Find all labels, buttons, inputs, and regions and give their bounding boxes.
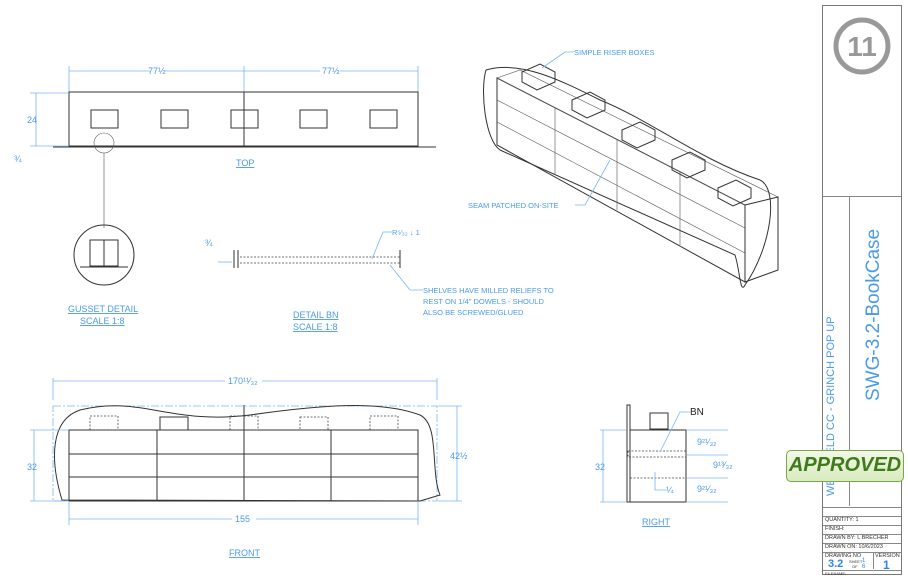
- gusset-label: GUSSET DETAIL: [68, 304, 138, 314]
- approved-stamp: APPROVED: [786, 450, 904, 482]
- drawing-no: 3.2: [828, 558, 844, 570]
- bn-note-1: SHELVES HAVE MILLED RELIEFS TO: [423, 286, 554, 295]
- front-view-label: FRONT: [229, 548, 260, 558]
- version-label: VERSION: [873, 553, 900, 569]
- filename-label: FILENAME:: [823, 570, 901, 576]
- iso-note-riser: SIMPLE RISER BOXES: [574, 48, 654, 57]
- top-dim-right: 77½: [322, 66, 340, 76]
- gusset-scale: SCALE 1:8: [80, 316, 125, 326]
- sheet-label: SHEET: [849, 559, 863, 564]
- front-dim-overall: 170¹¹⁄₃₂: [228, 376, 258, 386]
- right-view: BN 32 9²¹⁄₃₂ 9¹³⁄₃₂ 9²¹⁄₃₂ ¼ RIGHT: [595, 404, 733, 527]
- drawn-on: DRAWN ON: 10/6/2023: [823, 543, 901, 552]
- title-block: 11 WESTFIELD CC - GRINCH POP UP SWG-3.2-…: [822, 5, 902, 576]
- top-view: 77½ 77½ 24 ¾ TOP: [14, 66, 436, 228]
- detail-bn: ¾ R⁵⁄₃₂ ↓ 1 SHELVES HAVE MILLED RELIEFS …: [205, 228, 554, 332]
- right-dim-c: 9²¹⁄₃₂: [697, 484, 717, 494]
- sheet-total: 6: [862, 564, 866, 570]
- iso-note-seam: SEAM PATCHED ON-SITE: [468, 201, 559, 210]
- front-dim-width: 155: [235, 514, 250, 524]
- top-view-label: TOP: [236, 158, 254, 168]
- drawn-by: DRAWN BY: L BRECHER: [823, 534, 901, 543]
- gusset-detail: GUSSET DETAIL SCALE 1:8: [68, 224, 138, 326]
- finish: FINISH:: [823, 525, 901, 534]
- right-dim-a: 9²¹⁄₃₂: [697, 437, 717, 447]
- right-view-label: RIGHT: [642, 517, 671, 527]
- bn-scale: SCALE 1:8: [293, 322, 338, 332]
- quantity: QUANTITY: 1: [823, 516, 901, 525]
- version: 1: [883, 558, 890, 572]
- top-dim-left: 77½: [148, 66, 166, 76]
- front-view: 170¹¹⁄₃₂ 32 42½ 155 FRONT: [27, 376, 468, 558]
- front-dim-height: 32: [27, 462, 37, 472]
- top-dim-thk: ¾: [14, 154, 22, 164]
- drawing-title: SWG-3.2-BookCase: [863, 228, 884, 401]
- sheet-number: 1: [862, 558, 866, 564]
- isometric-view: SIMPLE RISER BOXES SEAM PATCHED ON-SITE: [468, 48, 779, 288]
- drawing-no-row: DRAWING NO VERSION 3.2 SHEET 1 OF 6 1: [823, 552, 901, 572]
- bn-dim-thk: ¾: [205, 238, 213, 248]
- logo: 11: [833, 17, 891, 75]
- right-dim-b: 9¹³⁄₃₂: [713, 460, 733, 470]
- right-callout-bn: BN: [690, 407, 704, 418]
- drawing-no-label: DRAWING NO: [825, 553, 862, 559]
- of-label: OF: [852, 564, 858, 569]
- bn-radius: R⁵⁄₃₂ ↓ 1: [392, 228, 420, 237]
- riser-boxes: [521, 63, 752, 207]
- right-dim-thk: ¼: [666, 485, 674, 495]
- bn-label: DETAIL BN: [293, 310, 339, 320]
- bn-note-2: REST ON 1/4" DOWELS - SHOULD: [423, 297, 544, 306]
- top-dim-depth: 24: [27, 115, 37, 125]
- logo-text: 11: [847, 31, 877, 62]
- front-dim-total-height: 42½: [450, 451, 468, 461]
- bn-note-3: ALSO BE SCREWED/GLUED: [423, 308, 524, 317]
- right-dim-height: 32: [595, 462, 605, 472]
